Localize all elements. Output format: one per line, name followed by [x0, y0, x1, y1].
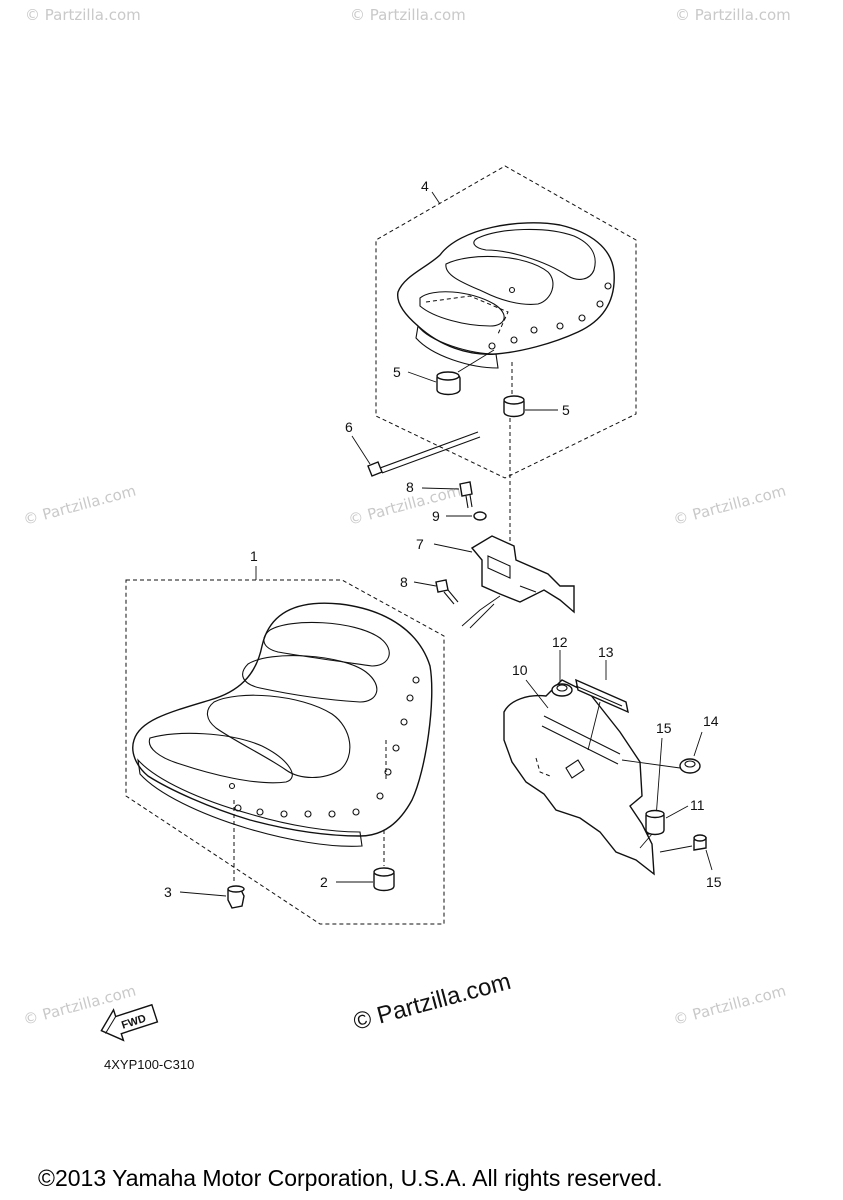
watermark-text: © Partzilla.com: [350, 6, 466, 24]
nut-3: [227, 885, 245, 909]
bolt-8-lower: [435, 579, 459, 605]
callout-8: 8: [406, 479, 414, 495]
leader-line: [639, 833, 653, 849]
watermark-text: © Partzilla.com: [671, 482, 787, 529]
damper-5-right: [503, 395, 525, 418]
callout-15: 15: [656, 720, 672, 736]
copyright-notice: ©2013 Yamaha Motor Corporation, U.S.A. A…: [38, 1165, 663, 1191]
leader-line: [457, 349, 495, 373]
collar-11: [645, 809, 665, 836]
leader-line: [407, 371, 437, 383]
passenger-seat: [397, 222, 615, 369]
bolt-6: [367, 431, 481, 477]
leader-line: [655, 737, 663, 819]
callout-13: 13: [598, 644, 614, 660]
watermark-layer: © Partzilla.com © Partzilla.com © Partzi…: [21, 6, 790, 1029]
rider-seat: [132, 602, 433, 847]
passenger-seat-assembly-outline: [375, 165, 637, 479]
leader-line: [433, 543, 473, 553]
leader-line: [351, 435, 371, 465]
callout-3: 3: [164, 884, 172, 900]
fwd-arrow-icon: FWD: [100, 1003, 159, 1042]
callout-5: 5: [393, 364, 401, 380]
washer-9: [473, 511, 487, 521]
damper-5-left: [436, 371, 461, 396]
leader-line: [693, 731, 703, 757]
watermark-text: © Partzilla.com: [671, 982, 787, 1029]
band-13: [575, 678, 629, 714]
leader-line: [413, 581, 437, 587]
rider-seat-assembly-outline: [125, 579, 445, 925]
leader-line: [421, 487, 460, 490]
screw-15-lower: [693, 834, 707, 851]
callout-10: 10: [512, 662, 528, 678]
leader-line: [179, 891, 227, 897]
leader-line: [705, 849, 713, 871]
watermark-main: © Partzilla.com: [351, 968, 514, 1036]
callout-12: 12: [552, 634, 568, 650]
damper-2: [373, 867, 395, 892]
leader-line: [525, 679, 549, 709]
grommet-12: [551, 683, 573, 697]
grommet-14: [679, 758, 701, 774]
watermark-text: © Partzilla.com: [25, 6, 141, 24]
callout-11: 11: [690, 797, 705, 813]
bolt-8-upper: [459, 481, 473, 509]
diagram-code: 4XYP100-C310: [104, 1057, 194, 1072]
callout-4: 4: [421, 178, 429, 194]
leader-line: [621, 759, 681, 769]
callout-labels: 1 2 3 4 5 5 6 7 8 8 9 10 11 12 13 14 15 …: [164, 178, 722, 900]
leader-line: [461, 595, 501, 629]
callout-14: 14: [703, 713, 719, 729]
leader-line: [659, 845, 693, 853]
callout-15: 15: [706, 874, 722, 890]
watermark-text: © Partzilla.com: [675, 6, 791, 24]
bracket-10: [503, 679, 655, 876]
callout-8: 8: [400, 574, 408, 590]
bracket-7: [470, 535, 575, 614]
callout-1: 1: [250, 548, 258, 564]
callout-6: 6: [345, 419, 353, 435]
callout-5: 5: [562, 402, 570, 418]
leader-line: [431, 191, 441, 205]
leader-line: [587, 701, 601, 751]
callout-2: 2: [320, 874, 328, 890]
watermark-text: © Partzilla.com: [21, 482, 137, 529]
callout-9: 9: [432, 508, 440, 524]
leader-line: [665, 805, 689, 819]
callout-7: 7: [416, 536, 424, 552]
